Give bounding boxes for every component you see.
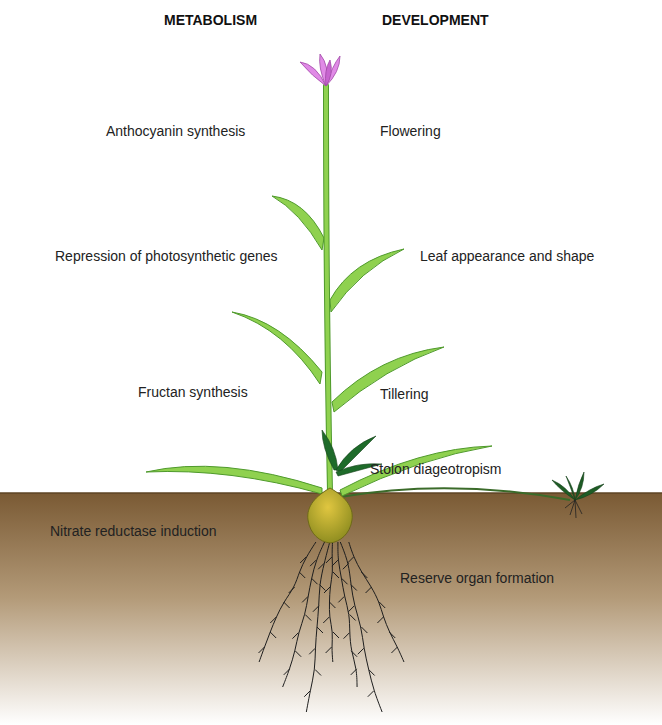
process-label: Reserve organ formation bbox=[400, 570, 554, 587]
stem-outline bbox=[326, 86, 330, 492]
column-heading: METABOLISM bbox=[164, 12, 257, 29]
process-label: Nitrate reductase induction bbox=[50, 523, 217, 540]
process-label: Tillering bbox=[380, 386, 429, 403]
process-label: Repression of photosynthetic genes bbox=[55, 248, 278, 265]
roots bbox=[259, 542, 404, 712]
daughter-roots bbox=[565, 500, 582, 518]
process-label: Stolon diageotropism bbox=[370, 461, 502, 478]
process-label: Fructan synthesis bbox=[138, 384, 248, 401]
process-label: Anthocyanin synthesis bbox=[106, 123, 245, 140]
process-label: Flowering bbox=[380, 123, 441, 140]
leaves bbox=[146, 196, 492, 496]
flower bbox=[300, 54, 340, 86]
stolon bbox=[340, 488, 570, 500]
column-heading: DEVELOPMENT bbox=[382, 12, 489, 29]
daughter-plant bbox=[552, 472, 604, 500]
bulb bbox=[308, 488, 353, 543]
process-label: Leaf appearance and shape bbox=[420, 248, 594, 265]
stem bbox=[326, 86, 330, 492]
